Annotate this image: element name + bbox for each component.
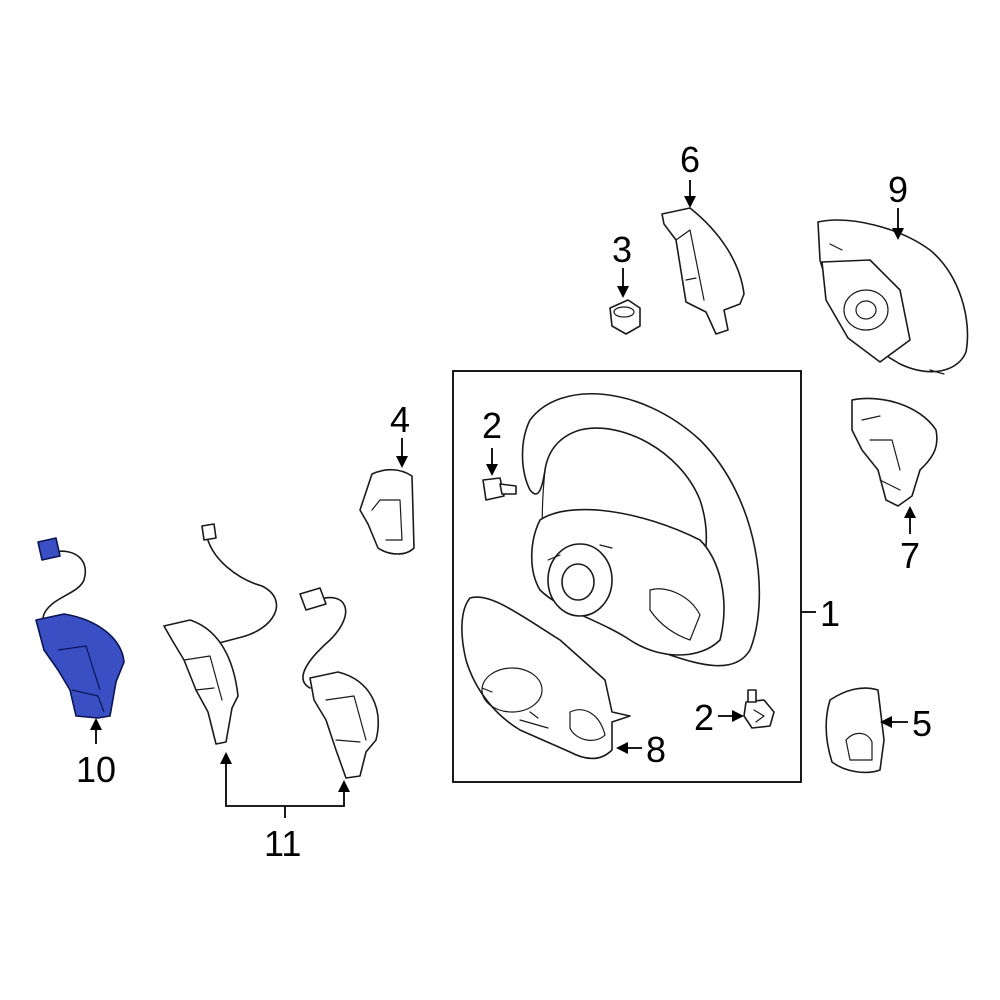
trim-cover-left[interactable] bbox=[359, 468, 415, 555]
lower-cover[interactable] bbox=[461, 596, 631, 760]
callout-2-upper: 2 bbox=[482, 405, 502, 446]
airbag-tabs bbox=[829, 243, 945, 375]
callout-10: 10 bbox=[76, 749, 116, 790]
callout-6: 6 bbox=[680, 139, 700, 180]
callout-11: 11 bbox=[264, 823, 301, 864]
arrow-2-upper bbox=[486, 464, 498, 476]
arrow-10 bbox=[90, 718, 102, 730]
bolt-head bbox=[482, 477, 505, 501]
switch-set-right[interactable] bbox=[299, 587, 379, 779]
arrow-9 bbox=[892, 228, 904, 240]
callout-8: 8 bbox=[646, 729, 666, 770]
lower-cover-opening bbox=[481, 667, 543, 713]
steering-wheel-assembly[interactable] bbox=[452, 370, 802, 783]
arrow-8 bbox=[616, 742, 628, 754]
lower-cover-shell bbox=[461, 596, 631, 760]
callout-3: 3 bbox=[612, 229, 632, 270]
arrow-4 bbox=[396, 456, 408, 468]
lower-cover-screws bbox=[481, 687, 549, 729]
trim-cover-shell bbox=[825, 687, 885, 774]
airbag-back bbox=[821, 259, 911, 363]
lower-cover-pocket bbox=[569, 709, 606, 741]
callout-7: 7 bbox=[900, 535, 920, 576]
trim-cover-right[interactable] bbox=[825, 687, 885, 774]
assembly-frame bbox=[452, 370, 802, 783]
hub-pocket bbox=[649, 588, 701, 641]
trim-cover-detail bbox=[371, 499, 403, 541]
arrow-11-right bbox=[338, 780, 350, 792]
switch-bezel[interactable] bbox=[661, 207, 745, 335]
switch-detail bbox=[57, 645, 105, 713]
inflator bbox=[843, 289, 889, 331]
callout-1: 1 bbox=[820, 593, 840, 634]
arrow-11-left bbox=[220, 752, 232, 764]
bolt-shank bbox=[747, 689, 757, 703]
callout-labels: 1 2 2 3 4 5 6 7 8 9 10 11 bbox=[76, 139, 932, 864]
inflator-center bbox=[855, 300, 877, 320]
switch-right[interactable] bbox=[851, 397, 938, 507]
switch-detail bbox=[183, 655, 223, 701]
callout-9: 9 bbox=[888, 169, 908, 210]
switch-harness-right bbox=[302, 596, 347, 689]
nut-bore bbox=[613, 306, 635, 318]
harness-connector bbox=[201, 523, 217, 541]
bolt-upper[interactable] bbox=[482, 477, 517, 501]
harness-connector bbox=[37, 537, 61, 561]
switch-harness-left bbox=[199, 531, 278, 649]
nut[interactable] bbox=[609, 299, 641, 335]
callout-4: 4 bbox=[390, 399, 410, 440]
leader-11-bracket bbox=[225, 762, 345, 807]
callout-2-lower: 2 bbox=[694, 697, 714, 738]
arrow-3 bbox=[617, 286, 629, 298]
arrow-6 bbox=[684, 196, 696, 208]
torx-socket bbox=[753, 709, 765, 723]
bolt-lower[interactable] bbox=[743, 689, 775, 729]
airbag-module[interactable] bbox=[817, 219, 969, 375]
switch-housing bbox=[851, 397, 938, 507]
switch-highlighted[interactable] bbox=[35, 537, 125, 719]
switch-housing bbox=[35, 613, 125, 719]
switch-housing bbox=[309, 671, 379, 779]
arrow-5 bbox=[880, 716, 892, 728]
leader-lines bbox=[90, 180, 916, 818]
trim-cover-detail bbox=[845, 732, 873, 761]
callout-5: 5 bbox=[912, 703, 932, 744]
switch-housing bbox=[163, 619, 239, 745]
bolt-shank bbox=[499, 483, 517, 495]
arrow-2-lower bbox=[732, 710, 744, 722]
switch-detail bbox=[325, 695, 367, 743]
bolt-head bbox=[743, 699, 775, 729]
harness-connector bbox=[299, 587, 327, 611]
hub-bore bbox=[561, 563, 595, 601]
arrow-7 bbox=[904, 506, 916, 518]
switch-detail bbox=[861, 415, 901, 491]
switch-set-left[interactable] bbox=[163, 523, 278, 745]
trim-cover-shell bbox=[359, 468, 415, 555]
switch-bezel-ribs bbox=[675, 229, 705, 301]
hub-ribs bbox=[547, 544, 613, 561]
switch-bezel-body bbox=[661, 207, 745, 335]
